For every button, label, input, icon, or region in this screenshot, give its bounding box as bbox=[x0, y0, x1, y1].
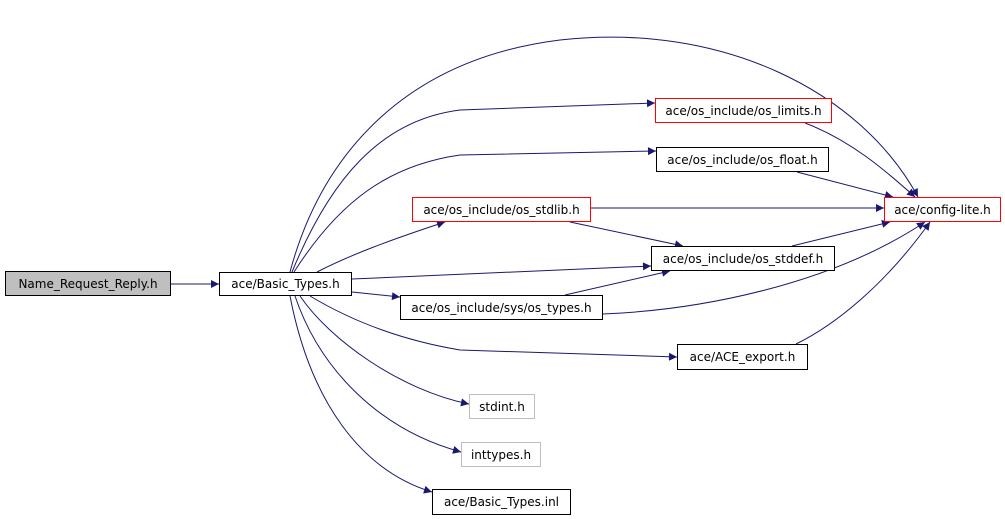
edge-basic_types-to-os_limits bbox=[291, 99, 656, 273]
node-basic-types[interactable]: ace/Basic_Types.h bbox=[219, 272, 352, 296]
edge-os_types-to-config_lite bbox=[602, 221, 926, 315]
edge-ace_export-to-config_lite bbox=[795, 221, 931, 345]
edge-basic_types-to-os_stdlib bbox=[316, 220, 446, 273]
edge-os_stdlib-to-os_stddef bbox=[569, 221, 684, 249]
edge-os_stddef-to-config_lite bbox=[791, 220, 891, 247]
node-basic-types-inl[interactable]: ace/Basic_Types.inl bbox=[432, 489, 571, 515]
node-os-types[interactable]: ace/os_include/sys/os_types.h bbox=[400, 295, 603, 320]
node-os-stdlib[interactable]: ace/os_include/os_stdlib.h bbox=[412, 197, 591, 222]
edge-basic_types-to-inttypes bbox=[294, 295, 462, 454]
node-stdint: stdint.h bbox=[469, 394, 535, 419]
node-inttypes: inttypes.h bbox=[461, 442, 541, 467]
node-config-lite[interactable]: ace/config-lite.h bbox=[884, 197, 1001, 222]
edge-basic_types-to-stdint bbox=[299, 295, 470, 407]
edge-os_limits-to-config_lite bbox=[804, 122, 916, 198]
edge-basic_types-to-config_lite bbox=[289, 36, 919, 273]
edge-basic_types-to-ace_export bbox=[309, 295, 678, 361]
edge-basic_types-to-os_types bbox=[351, 291, 401, 301]
edge-basic_types-to-os_float bbox=[293, 147, 657, 273]
edge-os_types-to-os_stddef bbox=[564, 268, 671, 296]
edge-basic_types-to-os_stddef bbox=[351, 262, 652, 280]
edge-basic_types-to-basic_types_inl bbox=[289, 295, 433, 494]
node-name-request-reply[interactable]: Name_Request_Reply.h bbox=[5, 271, 171, 296]
edge-os_float-to-config_lite bbox=[796, 171, 894, 199]
node-os-float[interactable]: ace/os_include/os_float.h bbox=[656, 147, 829, 172]
node-os-limits[interactable]: ace/os_include/os_limits.h bbox=[655, 98, 832, 123]
node-ace-export[interactable]: ace/ACE_export.h bbox=[677, 344, 808, 370]
node-os-stddef[interactable]: ace/os_include/os_stddef.h bbox=[651, 246, 835, 271]
